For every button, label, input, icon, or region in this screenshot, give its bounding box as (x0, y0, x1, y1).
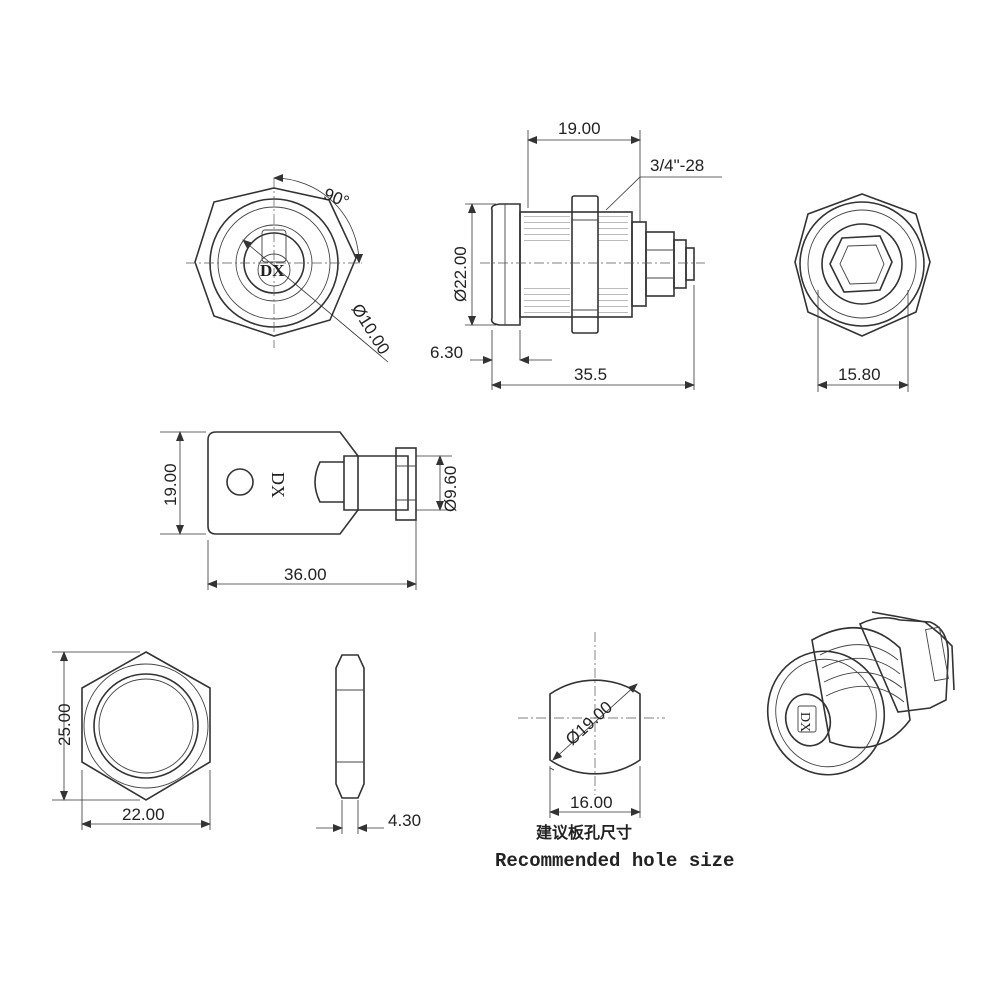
nut-face-view: 25.00 22.00 (52, 651, 211, 830)
side-thread-label: 3/4"-28 (650, 156, 704, 175)
hole-view: Ø19.00 16.00 建议板孔尺寸 Recommended hole siz… (495, 632, 734, 872)
back-cam-square (829, 235, 893, 293)
hole-note-en: Recommended hole size (495, 850, 734, 872)
back-width-label: 15.80 (838, 365, 881, 384)
nut-side-profile (335, 654, 365, 799)
side-view: 19.00 3/4"-28 Ø22.00 6.30 35.5 (430, 119, 722, 390)
nut-width-label: 22.00 (122, 805, 165, 824)
side-total-label: 35.5 (574, 365, 607, 384)
iso-key-cylinder (784, 693, 832, 747)
hole-profile (549, 679, 641, 775)
iso-body (811, 626, 911, 749)
hole-note-cn: 建议板孔尺寸 (536, 823, 632, 842)
key-dx-mark: DX (268, 472, 288, 498)
back-view: 15.80 (794, 193, 931, 392)
side-flange (490, 203, 521, 326)
front-diameter-label: Ø10.00 (348, 300, 394, 357)
front-rotation-label: 90° (321, 184, 352, 211)
hole-flat-label: 16.00 (570, 793, 613, 812)
side-length-label: 19.00 (558, 119, 601, 138)
key-length-label: 36.00 (284, 565, 327, 584)
key-diameter-label: Ø9.60 (441, 466, 460, 512)
side-flange-label: 6.30 (430, 343, 463, 362)
back-hex (794, 193, 931, 337)
iso-dx-mark: DX (797, 712, 812, 732)
key-height-label: 19.00 (161, 463, 180, 506)
front-view: 90° Ø10.00 DX (186, 174, 394, 363)
side-diameter-label: Ø22.00 (451, 246, 470, 302)
nut-hex (81, 651, 211, 801)
key-hole (226, 468, 254, 496)
front-dx-mark: DX (260, 261, 285, 280)
nut-bore (93, 673, 199, 779)
key-head (207, 431, 359, 535)
side-nut (571, 195, 599, 334)
nut-thickness-label: 4.30 (388, 811, 421, 830)
rotation-arc (273, 174, 363, 264)
iso-face (766, 650, 886, 776)
hole-diameter-label: Ø19.00 (562, 698, 616, 749)
nut-height-label: 25.00 (55, 703, 74, 746)
key-view: DX 19.00 Ø9.60 36.00 (160, 431, 460, 590)
nut-side-view: 4.30 (316, 654, 421, 834)
isometric-view: DX (766, 611, 955, 776)
